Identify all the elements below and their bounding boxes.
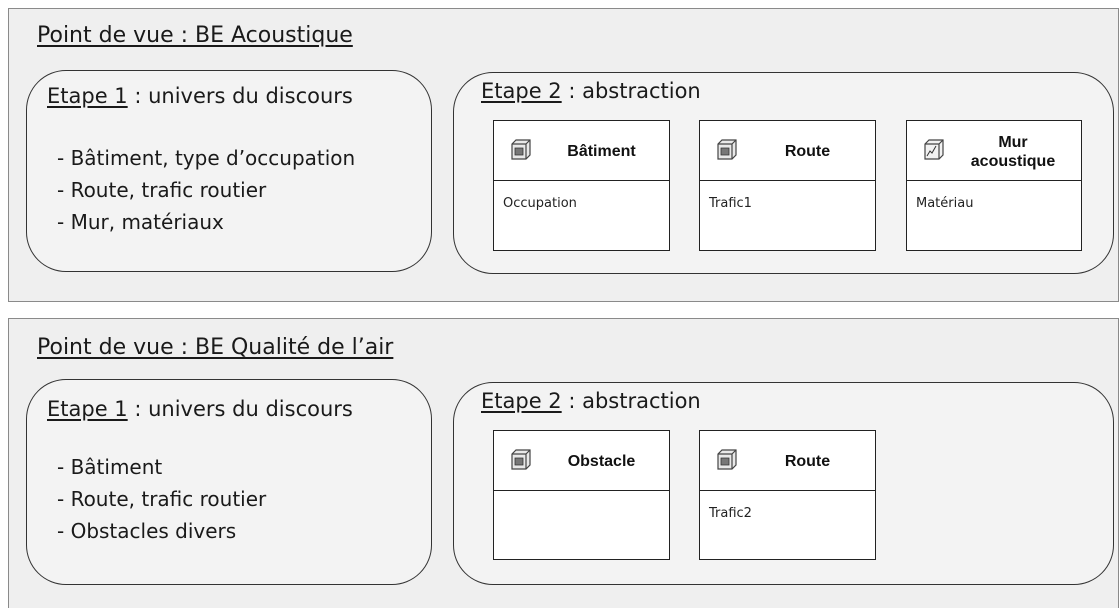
class-batiment[interactable]: Bâtiment Occupation [493,120,670,251]
step2-label: Etape 2 [481,389,562,413]
box-icon [717,139,737,160]
step1-label: Etape 1 [47,397,128,421]
step2-label: Etape 2 [481,79,562,103]
step1-suffix: : univers du discours [127,397,353,421]
viewpoint-title: Point de vue : BE Acoustique [37,23,353,48]
list-item: - Route, trafic routier [57,178,267,202]
class-name: Bâtiment [567,143,636,160]
class-mur-acoustique[interactable]: Mur acoustique Matériau [906,120,1082,251]
box-icon [511,449,531,470]
class-header: Mur acoustique [907,121,1081,181]
step2-title: Etape 2 : abstraction [481,79,701,103]
viewpoint-title: Point de vue : BE Qualité de l’air [37,335,394,360]
class-route[interactable]: Route Trafic2 [699,430,876,560]
class-attribute: Occupation [503,196,577,211]
step1-title: Etape 1 : univers du discours [47,397,353,421]
discourse-list: - Bâtiment, type d’occupation - Route, t… [57,142,355,238]
box-icon [511,139,531,160]
class-obstacle[interactable]: Obstacle [493,430,670,560]
step2-suffix: : abstraction [561,79,701,103]
class-name: Obstacle [567,453,636,470]
class-name: Route [784,453,831,470]
box-icon [717,449,737,470]
step1-suffix: : univers du discours [127,84,353,108]
step1-label: Etape 1 [47,84,128,108]
class-route[interactable]: Route Trafic1 [699,120,876,251]
list-item: - Route, trafic routier [57,487,267,511]
step2-title: Etape 2 : abstraction [481,389,701,413]
class-header: Route [700,431,875,491]
list-item: - Bâtiment, type d’occupation [57,146,356,170]
class-attribute: Trafic2 [709,506,752,521]
class-header: Route [700,121,875,181]
class-name: Mur acoustique [970,133,1056,170]
discourse-list: - Bâtiment - Route, trafic routier - Obs… [57,451,266,547]
viewpoint-acoustique: Point de vue : BE Acoustique Etape 1 : u… [8,8,1119,302]
class-attribute: Matériau [916,196,974,211]
class-attribute: Trafic1 [709,196,752,211]
list-item: - Obstacles divers [57,519,237,543]
list-item: - Mur, matériaux [57,210,224,234]
viewpoint-qualite-air: Point de vue : BE Qualité de l’air Etape… [8,318,1119,608]
class-name: Route [784,143,831,160]
step2-suffix: : abstraction [561,389,701,413]
list-item: - Bâtiment [57,455,163,479]
step1-panel: Etape 1 : univers du discours - Bâtiment… [26,379,432,585]
class-header: Obstacle [494,431,669,491]
step1-panel: Etape 1 : univers du discours - Bâtiment… [26,70,432,272]
class-header: Bâtiment [494,121,669,181]
wall-icon [924,139,944,160]
step1-title: Etape 1 : univers du discours [47,84,353,108]
